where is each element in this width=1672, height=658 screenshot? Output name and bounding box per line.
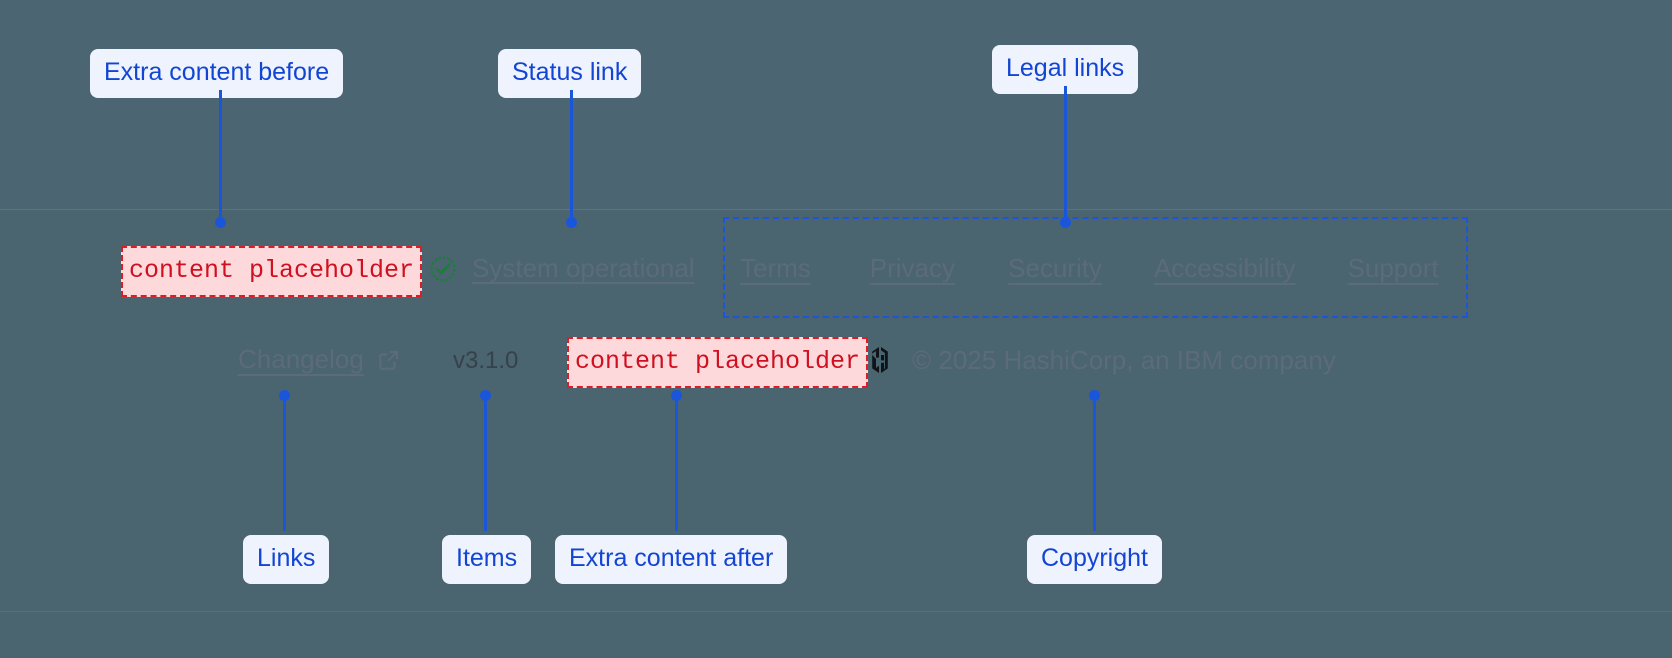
callout-extra-content-after: Extra content after [555, 535, 788, 584]
leader-dot-items [480, 390, 491, 401]
leader-dot-extra-after [671, 390, 682, 401]
callout-status-link: Status link [498, 49, 642, 98]
legal-link-security[interactable]: Security [1008, 253, 1102, 283]
status-label: System operational [472, 253, 695, 283]
leader-line-status [570, 90, 573, 222]
extra-content-before-placeholder: content placeholder [121, 246, 423, 297]
leader-dot-extra-before [215, 217, 226, 228]
callout-extra-content-before: Extra content before [90, 49, 344, 98]
legal-link-support[interactable]: Support [1347, 253, 1439, 283]
leader-dot-links [279, 390, 290, 401]
band-divider [0, 209, 1672, 210]
legal-link-accessibility[interactable]: Accessibility [1153, 253, 1296, 283]
version-label: v3.1.0 [453, 347, 519, 374]
legal-link-privacy[interactable]: Privacy [869, 253, 956, 283]
leader-line-extra-before [219, 90, 222, 222]
callout-items: Items [442, 535, 532, 584]
legal-link-terms[interactable]: Terms [740, 253, 811, 283]
callout-copyright: Copyright [1027, 535, 1162, 584]
leader-line-items [484, 396, 487, 531]
top-band [0, 0, 1672, 210]
changelog-label: Changelog [238, 344, 364, 374]
copyright-text: © 2025 HashiCorp, an IBM company [912, 344, 1336, 375]
leader-line-copyright [1093, 396, 1096, 531]
leader-dot-status [566, 217, 577, 228]
footer-bottom-rule [0, 611, 1672, 612]
extra-content-after-placeholder: content placeholder [567, 337, 869, 388]
leader-dot-legal [1060, 217, 1071, 228]
legal-links-highlight-box [723, 217, 1468, 318]
brand-copyright: © 2025 HashiCorp, an IBM company [868, 344, 1336, 376]
legal-links-group: Terms Privacy Security Accessibility Sup… [740, 253, 1439, 284]
leader-line-extra-after [675, 396, 678, 531]
status-link[interactable]: System operational [428, 253, 695, 284]
leader-dot-copyright [1089, 390, 1100, 401]
check-circle-icon [428, 254, 458, 284]
changelog-link[interactable]: Changelog [238, 344, 402, 375]
callout-links: Links [243, 535, 330, 584]
callout-legal-links: Legal links [992, 45, 1139, 94]
hashicorp-logo [868, 344, 898, 376]
external-link-icon [376, 347, 402, 373]
leader-line-legal [1064, 86, 1067, 222]
leader-line-links [283, 396, 286, 531]
